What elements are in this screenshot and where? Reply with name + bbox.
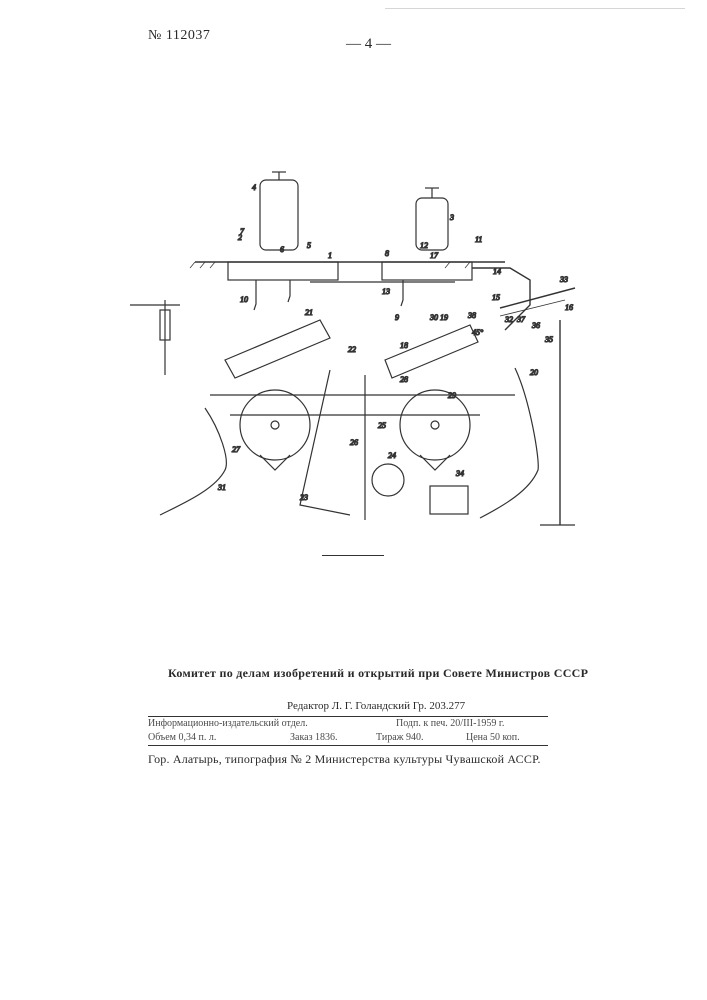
part-label: 38 [467,311,476,320]
committee-line: Комитет по делам изобретений и открытий … [168,666,588,681]
part-label: 27 [232,445,241,454]
part-label: 3 [449,213,454,222]
part-label: 34 [455,469,464,478]
part-label: 18 [400,341,408,350]
imprint-table: Информационно-издательский отдел. Подп. … [148,716,548,746]
part-label: 30 [429,313,438,322]
part-label: 7 [240,227,245,236]
part-label: 36 [531,321,540,330]
drum-right-hub [431,421,439,429]
page-number: — 4 — [346,36,391,53]
imprint-row: Объем 0,34 п. л. Заказ 1836. Тираж 940. … [148,731,548,745]
tank-left [260,180,298,250]
part-label: 15 [492,293,500,302]
patent-number: № 112037 [148,28,210,44]
part-label: 45° [472,328,484,337]
drum-left [240,390,310,460]
part-label: 6 [280,245,284,254]
part-label: 26 [350,438,358,447]
footer-divider [322,555,384,556]
imprint-dept: Информационно-издательский отдел. [148,718,308,729]
part-label: 5 [307,241,311,250]
platform-right [385,325,478,378]
part-label: 20 [530,368,538,377]
nozzle-left [254,280,256,310]
part-label: 25 [378,421,386,430]
part-label: 10 [240,295,248,304]
part-label: 21 [305,308,313,317]
part-label: 32 [504,315,513,324]
part-label: 23 [300,493,308,502]
part-label: 11 [475,235,482,244]
trough-left [228,262,338,280]
ground-hatch [190,262,470,268]
part-label: 33 [559,275,568,284]
part-label: 4 [252,183,256,192]
part-label: 8 [385,249,389,258]
part-label: 17 [430,251,439,260]
nozzle-mid [288,280,290,302]
page-top-rule [385,8,685,9]
part-label: 16 [565,303,573,312]
part-label: 29 [448,391,456,400]
part-label: 14 [493,267,501,276]
imprint-rule-bottom [148,745,548,746]
drum-right [400,390,470,460]
technical-drawing: 1 2 3 4 5 6 7 8 9 10 11 12 13 14 15 16 1… [120,170,600,570]
pump [372,464,404,496]
printer-line: Гор. Алатырь, типография № 2 Министерств… [148,752,541,767]
part-label: 28 [400,375,408,384]
part-label: 13 [382,287,390,296]
part-label: 9 [395,313,399,322]
drum-left-hub [271,421,279,429]
lever-right [480,368,538,518]
spray-wand-shadow [500,300,565,316]
imprint-order: Заказ 1836. [290,732,338,743]
editor-line: Редактор Л. Г. Голандский Гр. 203.277 [287,700,465,712]
part-label: 22 [348,345,356,354]
motor [430,486,468,514]
platform-left [225,320,330,378]
lever-left [160,408,226,515]
trough-right [382,262,472,280]
drum-right-weight [420,455,450,470]
imprint-run: Тираж 940. [376,732,424,743]
spray-wand [500,288,575,308]
part-label: 12 [420,241,428,250]
part-label: 35 [544,335,553,344]
imprint-signed: Подп. к печ. 20/III-1959 г. [396,718,504,729]
drum-left-weight [260,455,290,470]
nozzle-right [401,280,403,306]
part-label: 1 [328,251,332,260]
imprint-volume: Объем 0,34 п. л. [148,732,216,743]
part-label: 24 [388,451,396,460]
imprint-price: Цена 50 коп. [466,732,520,743]
imprint-row: Информационно-издательский отдел. Подп. … [148,717,548,731]
part-label: 31 [217,483,226,492]
part-label: 37 [516,315,526,324]
part-label: 19 [440,313,448,322]
